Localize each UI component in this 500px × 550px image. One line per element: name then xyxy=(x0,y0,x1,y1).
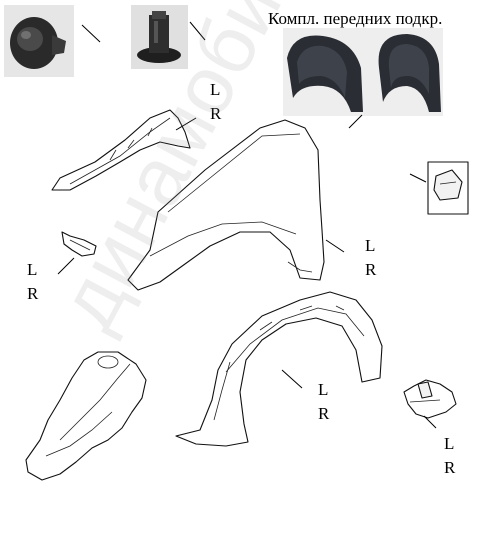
kit-caption: Компл. передних подкр. xyxy=(268,9,443,28)
fastener-leader-line xyxy=(189,21,206,41)
fastener-photo xyxy=(131,5,188,69)
rear-section-liner xyxy=(25,351,147,481)
lr-label-bracket: L R xyxy=(27,258,38,306)
liner-set-leader-line xyxy=(348,114,363,129)
lr-label-fender: L R xyxy=(365,234,376,282)
lr-label-liner: L R xyxy=(318,378,329,426)
fender-leader-line xyxy=(325,239,345,253)
lr-label-mudguard: L R xyxy=(444,432,455,480)
lr-label-upper-strip: L R xyxy=(210,78,221,126)
left-side-label: L xyxy=(318,380,329,399)
clip-bracket-leader-line xyxy=(409,173,427,183)
right-side-label: R xyxy=(27,284,39,303)
left-side-label: L xyxy=(365,236,376,255)
front-liners-image xyxy=(283,28,443,116)
push-clip-image xyxy=(4,5,74,77)
left-side-label: L xyxy=(210,80,221,99)
right-side-label: R xyxy=(210,104,222,123)
left-side-label: L xyxy=(444,434,455,453)
main-fender-liner xyxy=(175,291,383,447)
right-side-label: R xyxy=(318,404,330,423)
fastener-image xyxy=(131,5,188,69)
upper-liner-strip xyxy=(51,109,191,191)
bracket-leader-line xyxy=(57,257,75,275)
clip-bracket xyxy=(427,161,469,215)
clip-leader-line xyxy=(81,24,101,43)
right-side-label: R xyxy=(365,260,377,279)
clip-photo xyxy=(4,5,74,77)
front-fender xyxy=(127,119,325,291)
mudguard-leader-line xyxy=(423,415,437,429)
left-side-label: L xyxy=(27,260,38,279)
small-bracket xyxy=(61,231,97,257)
right-side-label: R xyxy=(444,458,456,477)
upper-strip-leader-line xyxy=(175,117,197,131)
liner-leader-line xyxy=(281,369,303,389)
mudguard xyxy=(403,379,457,419)
liner-set-photo xyxy=(283,28,443,116)
